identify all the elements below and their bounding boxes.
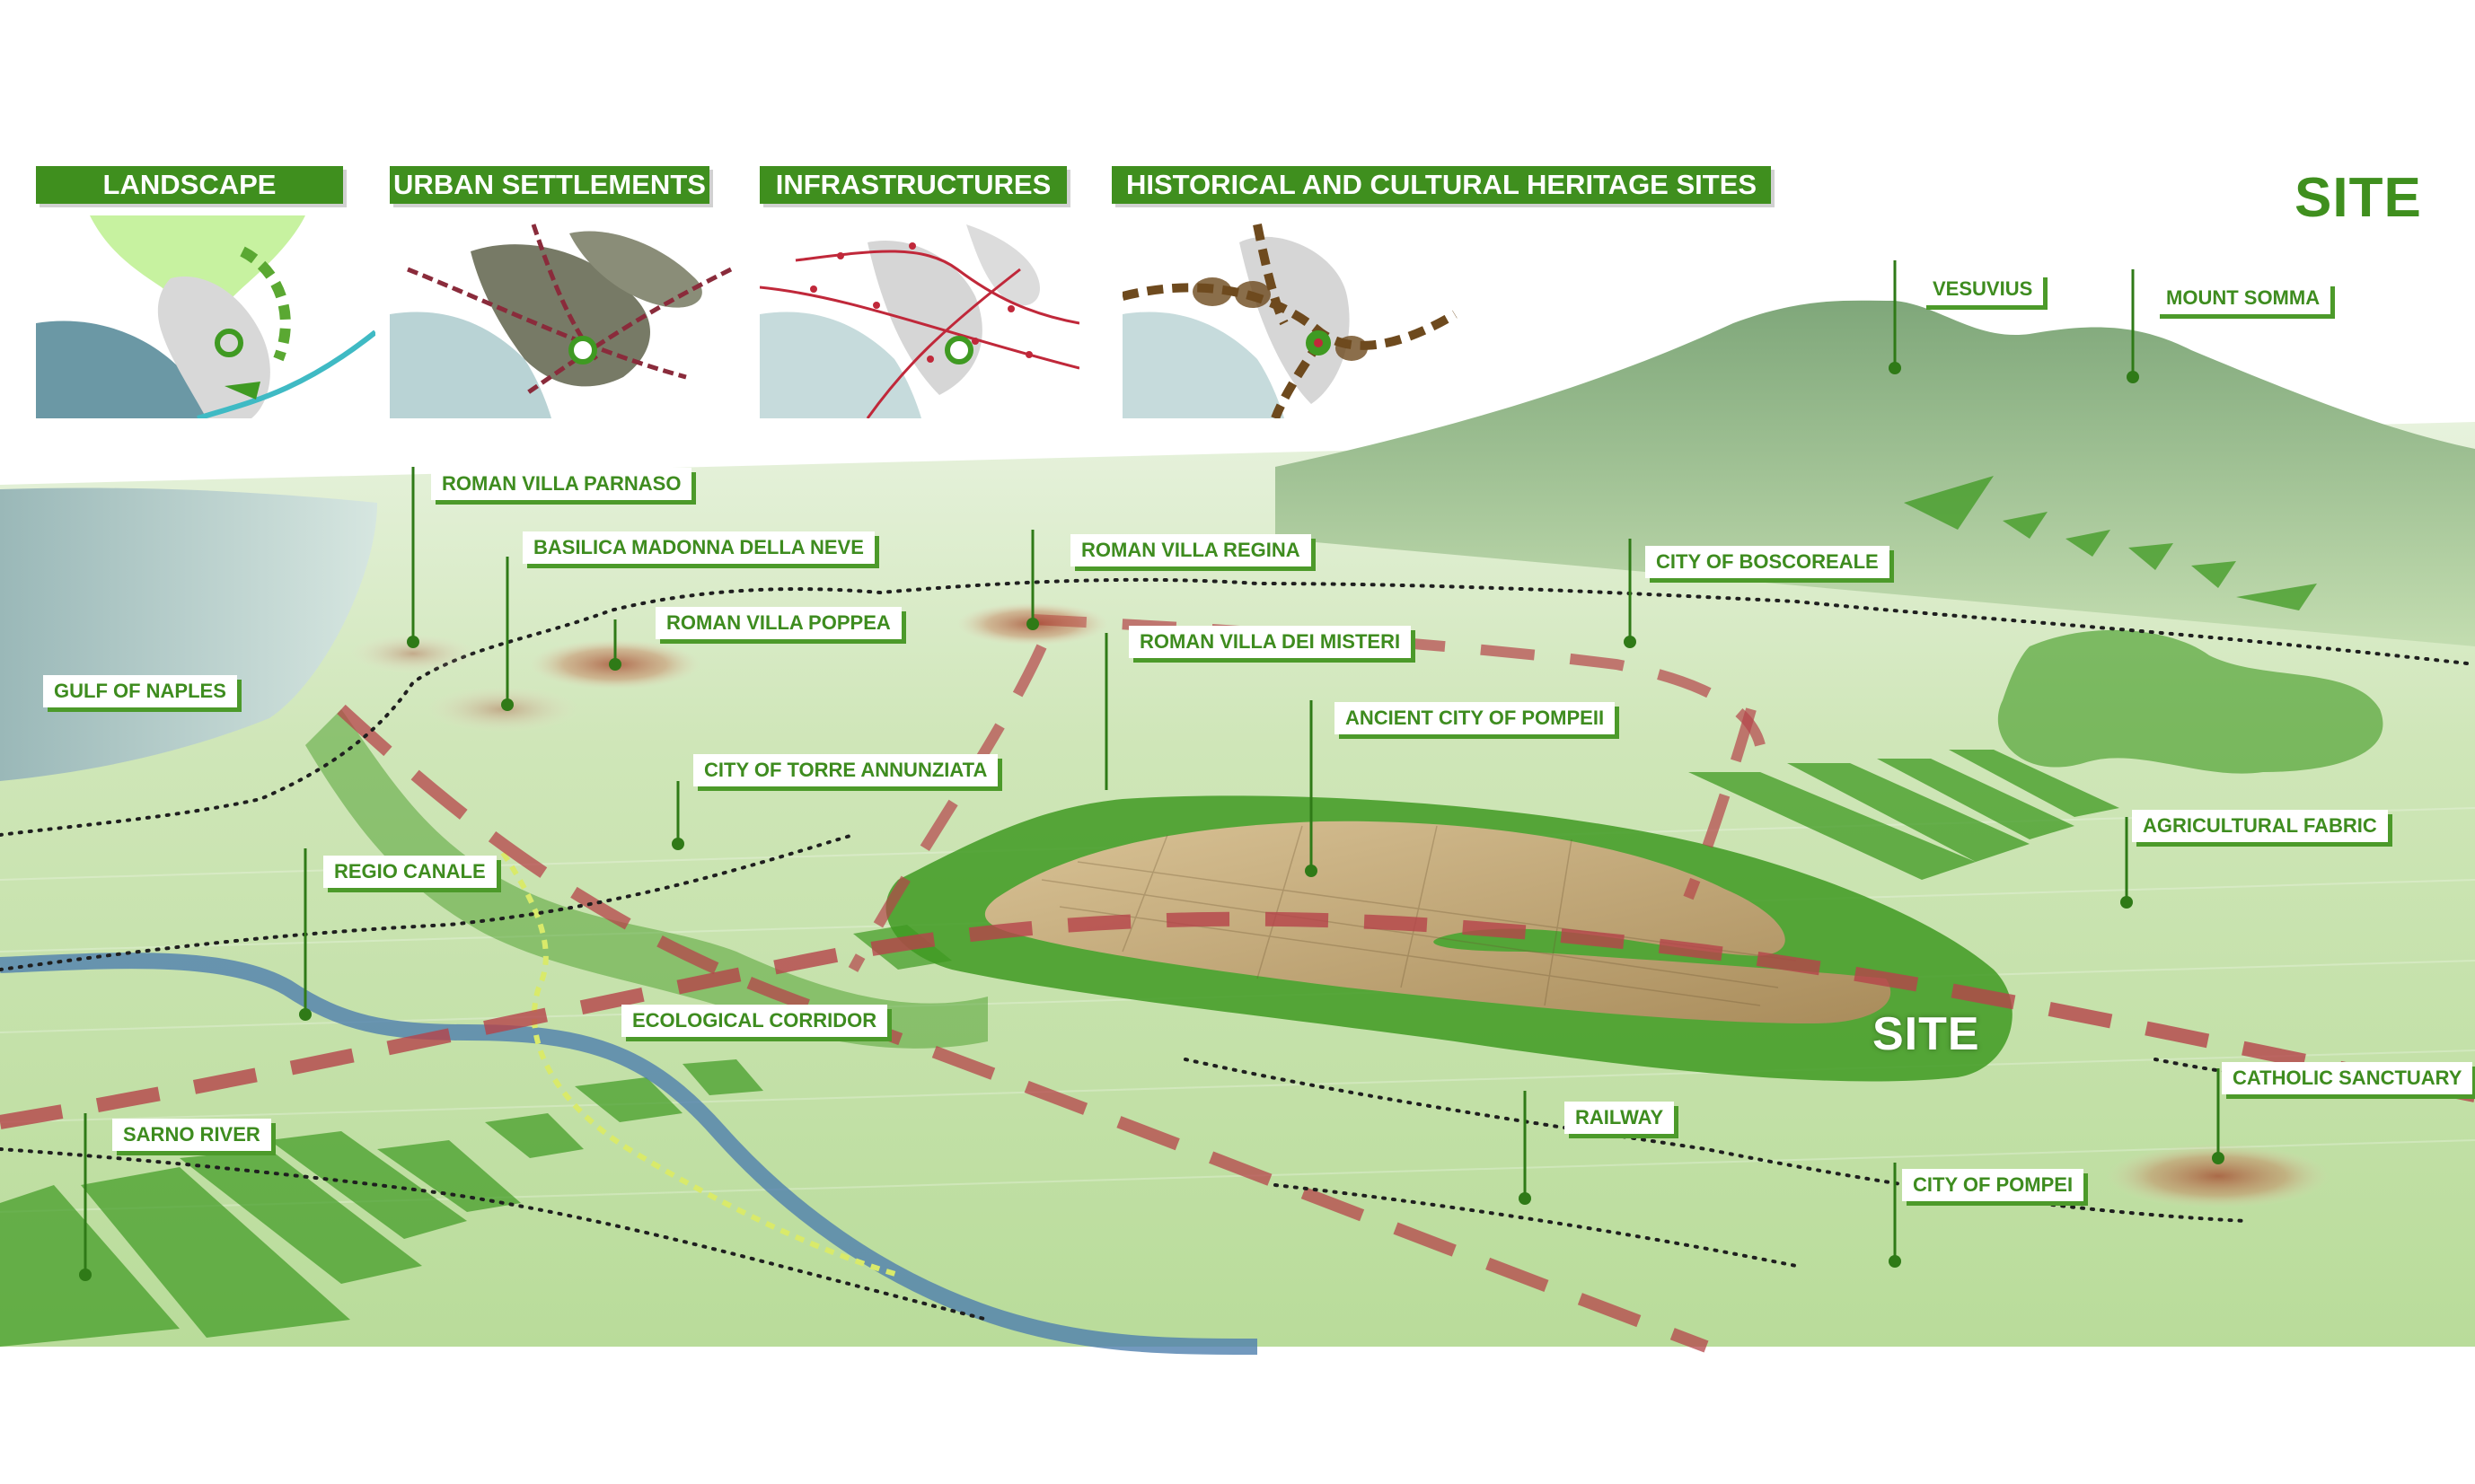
panel-header-urban: URBAN SETTLEMENTS [390,166,709,204]
label-city-pompei: CITY OF POMPEI [1902,1169,2084,1201]
site-label: SITE [1872,1008,1980,1060]
gulf-water [0,487,377,781]
label-sarno-river: SARNO RIVER [112,1119,271,1151]
panel-header-infra: INFRASTRUCTURES [760,166,1067,204]
road-line-2 [1683,707,1757,900]
leader-lines [84,260,2220,1275]
label-roman-villa-poppea: ROMAN VILLA POPPEA [656,607,902,639]
label-agricultural-fabric: AGRICULTURAL FABRIC [2132,810,2388,842]
agricultural-strips [1688,476,2317,880]
label-regio-canale: REGIO CANALE [323,856,497,888]
page-title: SITE [2294,167,2422,229]
lower-agricultural-plots [0,925,952,1347]
label-mount-somma: MOUNT SOMMA [2155,282,2331,314]
leader-dots [79,362,2224,1281]
panel-header-landscape: LANDSCAPE [36,166,343,204]
green-patch [1997,629,2383,774]
label-vesuvius: VESUVIUS [1922,273,2044,305]
vesuvius-mountain [1275,300,2475,646]
thumbnail-urban [390,215,745,418]
label-ecological-corridor: ECOLOGICAL CORRIDOR [621,1005,888,1037]
halo-basilica [427,686,579,733]
halo-catholic-sanctuary [2106,1144,2330,1208]
road-line [848,644,1047,972]
panel-header-heritage: HISTORICAL AND CULTURAL HERITAGE SITES [1112,166,1771,204]
label-catholic-sanctuary: CATHOLIC SANCTUARY [2222,1062,2473,1094]
label-gulf-naples: GULF OF NAPLES [43,675,237,707]
label-roman-villa-parnaso: ROMAN VILLA PARNASO [431,468,692,500]
railway-line-lower [0,911,2475,1129]
thumbnail-infra [760,215,1079,418]
label-city-boscoreale: CITY OF BOSCOREALE [1645,546,1889,578]
sarno-river [0,953,1258,1355]
label-basilica: BASILICA MADONNA DELLA NEVE [523,531,875,564]
label-ancient-pompeii: ANCIENT CITY OF POMPEII [1334,702,1616,734]
excavation-area [984,821,1891,1023]
halo-villa-parnaso [350,634,476,673]
label-roman-villa-misteri: ROMAN VILLA DEI MISTERI [1129,626,1412,658]
thumbnail-heritage [1123,215,1464,418]
label-roman-villa-regina: ROMAN VILLA REGINA [1070,534,1311,566]
label-torre-annunziata: CITY OF TORRE ANNUNZIATA [693,754,999,786]
label-railway: RAILWAY [1564,1102,1675,1134]
regio-canale-line [500,851,899,1278]
thumbnail-landscape [36,215,375,418]
